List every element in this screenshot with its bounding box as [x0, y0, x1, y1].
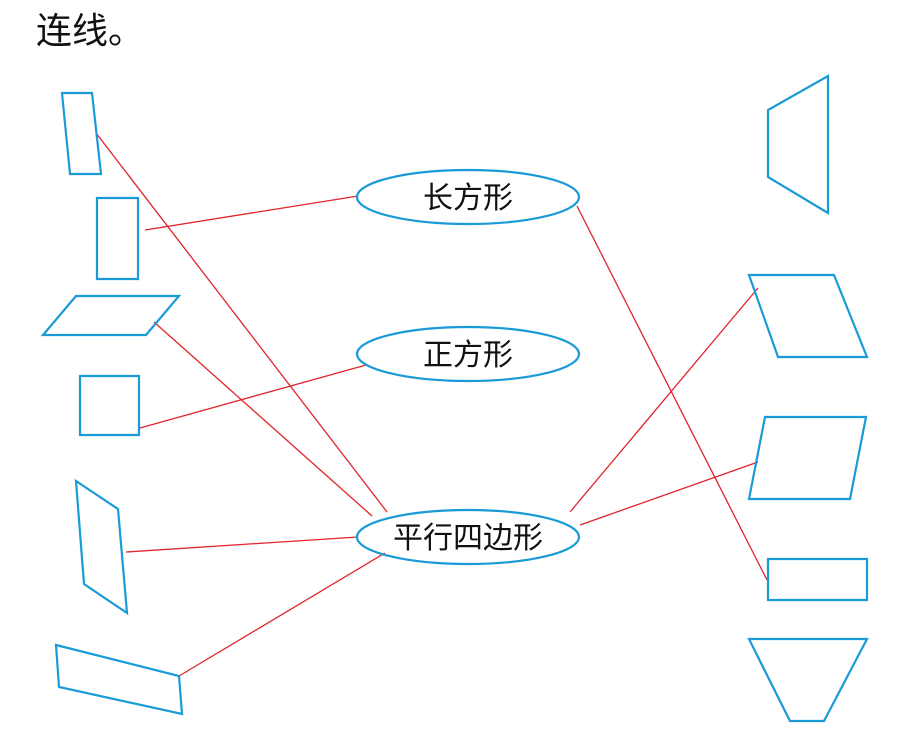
line-left3-parallelogram [153, 321, 373, 517]
right-trapezoid-shape [766, 74, 830, 215]
category-ovals: 长方形 正方形 平行四边形 [355, 168, 581, 566]
left-flat-parallelogram-shape [40, 294, 182, 337]
line-left4-square [139, 364, 367, 429]
square-oval-outline [355, 325, 581, 383]
line-rectangle-right4 [576, 205, 768, 581]
parallelogram-oval[interactable]: 平行四边形 [355, 508, 581, 566]
left-slanted-rectangle-shape [54, 643, 184, 716]
left-tall-parallelogram-shape [74, 478, 129, 616]
line-left1-parallelogram [95, 132, 388, 513]
square-oval[interactable]: 正方形 [355, 325, 581, 383]
rectangle-oval[interactable]: 长方形 [355, 168, 581, 226]
line-left6-parallelogram [178, 552, 386, 677]
left-tilted-rectangle-shape [60, 91, 103, 176]
left-shape-column [40, 91, 184, 716]
instruction-text: 连线。 [36, 11, 145, 52]
right-inverted-trapezoid-shape [747, 637, 869, 723]
line-parallelogram-right2 [569, 287, 759, 513]
left-square-shape [78, 374, 141, 437]
line-parallelogram-right3 [579, 461, 759, 526]
right-parallelogram-shape-2 [747, 415, 868, 501]
parallelogram-label: 平行四边形 [393, 521, 543, 556]
left-tall-rectangle-shape [95, 196, 140, 281]
rectangle-label: 长方形 [423, 181, 513, 216]
parallelogram-oval-outline [355, 508, 581, 566]
right-shape-column [747, 74, 869, 723]
connection-lines [95, 132, 768, 677]
square-label: 正方形 [423, 338, 513, 373]
line-left5-parallelogram [125, 536, 359, 553]
right-rectangle-shape [766, 557, 869, 602]
rectangle-oval-outline [355, 168, 581, 226]
line-left2-rectangle [144, 195, 359, 231]
right-parallelogram-shape-1 [747, 273, 869, 359]
